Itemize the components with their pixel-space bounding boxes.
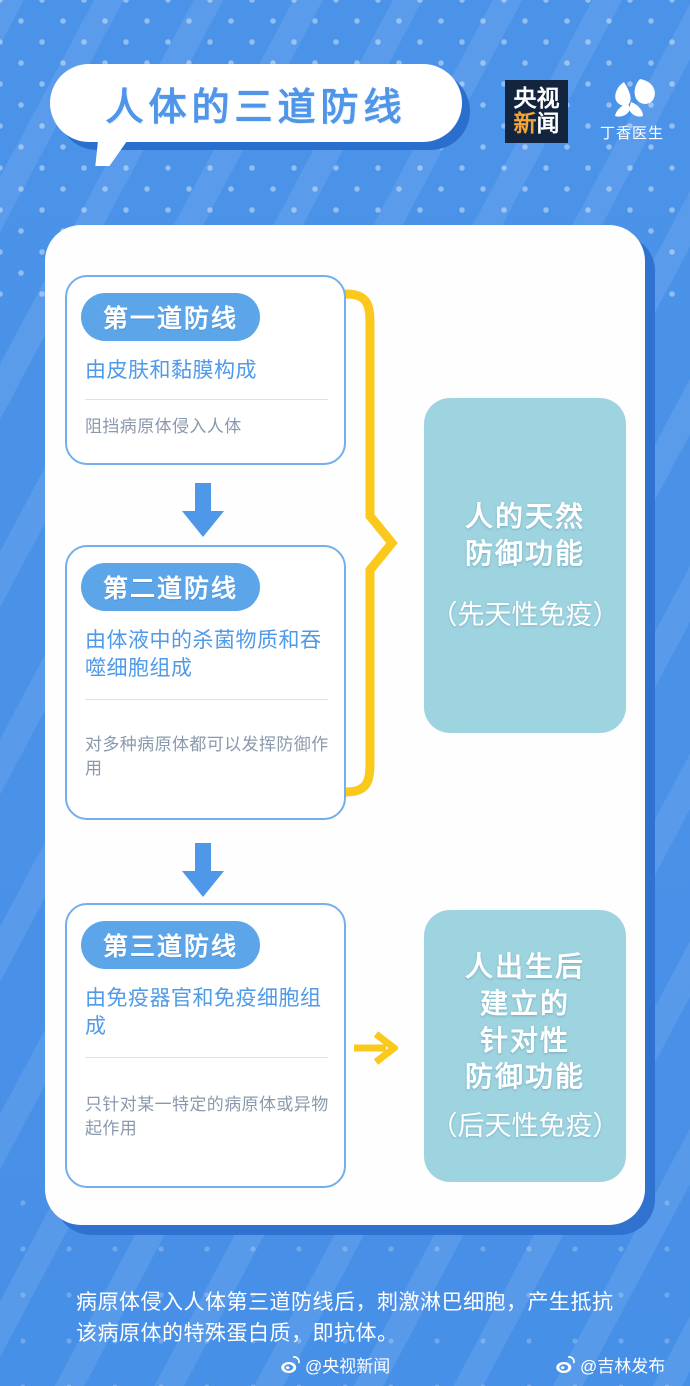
credit-jilin: @吉林发布 <box>555 1352 665 1377</box>
poster-header: 人体的三道防线 央视 新闻 丁香医生 <box>0 0 690 200</box>
outcome-main-innate: 人的天然防御功能 <box>464 501 585 569</box>
yellow-bracket-connector <box>341 289 398 797</box>
defense-line-box-3: 第三道防线 由免疫器官和免疫细胞组成 只针对某一特定的病原体或异物起作用 <box>65 903 346 1188</box>
defense-line-badge-3: 第三道防线 <box>81 921 261 969</box>
dingxiang-doctor-logo: 丁香医生 <box>590 78 674 148</box>
credit-handle-cctv: @央视新闻 <box>305 1357 391 1376</box>
defense-line-badge-label-1: 第一道防线 <box>103 305 239 333</box>
down-arrow-icon-2 <box>182 843 224 897</box>
leaf-mark-icon <box>615 79 655 117</box>
footer-note: 病原体侵入人体第三道防线后，刺激淋巴细胞，产生抵抗该病原体的特殊蛋白质，即抗体。 <box>76 1291 614 1346</box>
defense-line-divider-2 <box>85 699 328 700</box>
defense-line-box-1: 第一道防线 由皮肤和黏膜构成 阻挡病原体侵入人体 <box>65 275 346 465</box>
weibo-icon <box>281 1355 300 1373</box>
title-bubble: 人体的三道防线 <box>50 64 462 142</box>
weibo-icon <box>556 1355 575 1373</box>
defense-line-sub-3: 只针对某一特定的病原体或异物起作用 <box>85 1095 329 1139</box>
dingxiang-doctor-name: 丁香医生 <box>599 125 664 142</box>
footer-credits: @央视新闻 @吉林发布 <box>0 1352 690 1382</box>
cctv-logo-char-wen: 闻 <box>536 110 560 136</box>
defense-line-divider-1 <box>85 399 328 400</box>
defense-line-badge-1: 第一道防线 <box>81 293 261 341</box>
credit-handle-jilin: @吉林发布 <box>580 1357 666 1376</box>
page-title: 人体的三道防线 <box>105 86 407 129</box>
cctv-news-logo: 央视 新闻 <box>505 80 568 143</box>
defense-line-divider-3 <box>85 1057 328 1058</box>
outcome-panel-innate: 人的天然防御功能 （先天性免疫） <box>424 398 626 733</box>
defense-line-primary-1: 由皮肤和黏膜构成 <box>85 359 257 382</box>
defense-line-sub-1: 阻挡病原体侵入人体 <box>85 417 242 436</box>
defense-line-sub-2: 对多种病原体都可以发挥防御作用 <box>85 735 329 779</box>
credit-cctv: @央视新闻 <box>280 1352 390 1377</box>
outcome-main-adaptive: 人出生后建立的针对性防御功能 <box>464 950 585 1093</box>
defense-line-badge-label-3: 第三道防线 <box>103 933 239 961</box>
outcome-panel-adaptive: 人出生后建立的针对性防御功能 （后天性免疫） <box>424 910 626 1182</box>
defense-line-primary-2: 由体液中的杀菌物质和吞噬细胞组成 <box>85 629 322 681</box>
outcome-note-innate: （先天性免疫） <box>430 599 620 630</box>
cctv-logo-line1: 央视 <box>513 85 560 112</box>
yellow-right-arrow-icon <box>354 1031 398 1065</box>
defense-line-primary-3: 由免疫器官和免疫细胞组成 <box>85 987 322 1039</box>
defense-line-badge-2: 第二道防线 <box>81 563 261 611</box>
cctv-logo-char-xin: 新 <box>513 110 537 136</box>
cctv-logo-line2: 新闻 <box>513 110 560 136</box>
defense-line-badge-label-2: 第二道防线 <box>103 575 239 603</box>
outcome-note-adaptive: （后天性免疫） <box>430 1111 620 1142</box>
down-arrow-icon-1 <box>182 483 224 537</box>
defense-line-box-2: 第二道防线 由体液中的杀菌物质和吞噬细胞组成 对多种病原体都可以发挥防御作用 <box>65 545 346 820</box>
